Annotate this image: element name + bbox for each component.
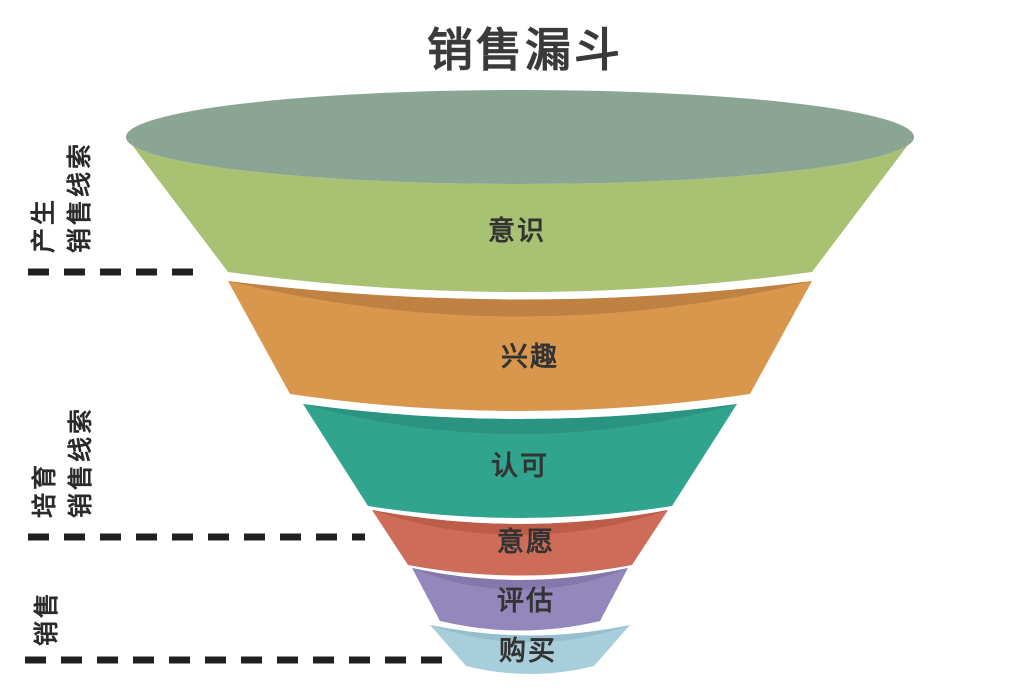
funnel-stage-interest-label: 兴趣 xyxy=(501,342,559,373)
funnel-stage-awareness-body xyxy=(126,137,914,292)
funnel-stage-evaluation-lip xyxy=(412,568,628,590)
phase-generate-leads: 产生 销售线索 xyxy=(28,141,198,276)
funnel-stage-awareness-label: 意识 xyxy=(488,215,546,247)
phase-nurture-leads: 培育 销售线索 xyxy=(28,406,365,541)
funnel-stage-awareness-opening xyxy=(126,90,914,184)
funnel-stage-recognition: 认可 xyxy=(303,404,737,518)
funnel-stage-interest-lip xyxy=(228,281,812,317)
funnel-stage-willingness-label: 意愿 xyxy=(497,526,555,558)
funnel-stage-purchase-lip xyxy=(430,625,630,643)
funnel-stage-evaluation-label: 评估 xyxy=(497,586,555,617)
diagram-title: 销售漏斗 xyxy=(427,23,623,77)
funnel-stage-recognition-label: 认可 xyxy=(491,451,549,482)
phase-sales: 销售 xyxy=(25,590,445,664)
phase-generate-leads-label-line2: 销售线索 xyxy=(65,141,94,253)
funnel-stage-purchase: 购买 xyxy=(430,625,630,674)
funnel-stage-willingness-lip xyxy=(372,510,668,535)
funnel-stage-purchase-label: 购买 xyxy=(499,636,557,667)
funnel-stage-evaluation: 评估 xyxy=(412,568,628,631)
phase-generate-leads-label-line1: 产生 xyxy=(29,197,58,253)
funnel-stage-recognition-body xyxy=(303,404,737,518)
funnel-stage-awareness: 意识 xyxy=(126,90,914,292)
funnel-stage-recognition-lip xyxy=(303,404,737,434)
funnel-stage-willingness: 意愿 xyxy=(372,510,668,576)
funnel-stage-interest: 兴趣 xyxy=(228,281,812,411)
funnel-stage-interest-body xyxy=(228,281,812,411)
phase-sales-label: 销售 xyxy=(32,590,61,646)
phase-nurture-leads-label-line2: 销售线索 xyxy=(66,406,95,518)
phase-nurture-leads-label-line1: 培育 xyxy=(30,462,59,518)
